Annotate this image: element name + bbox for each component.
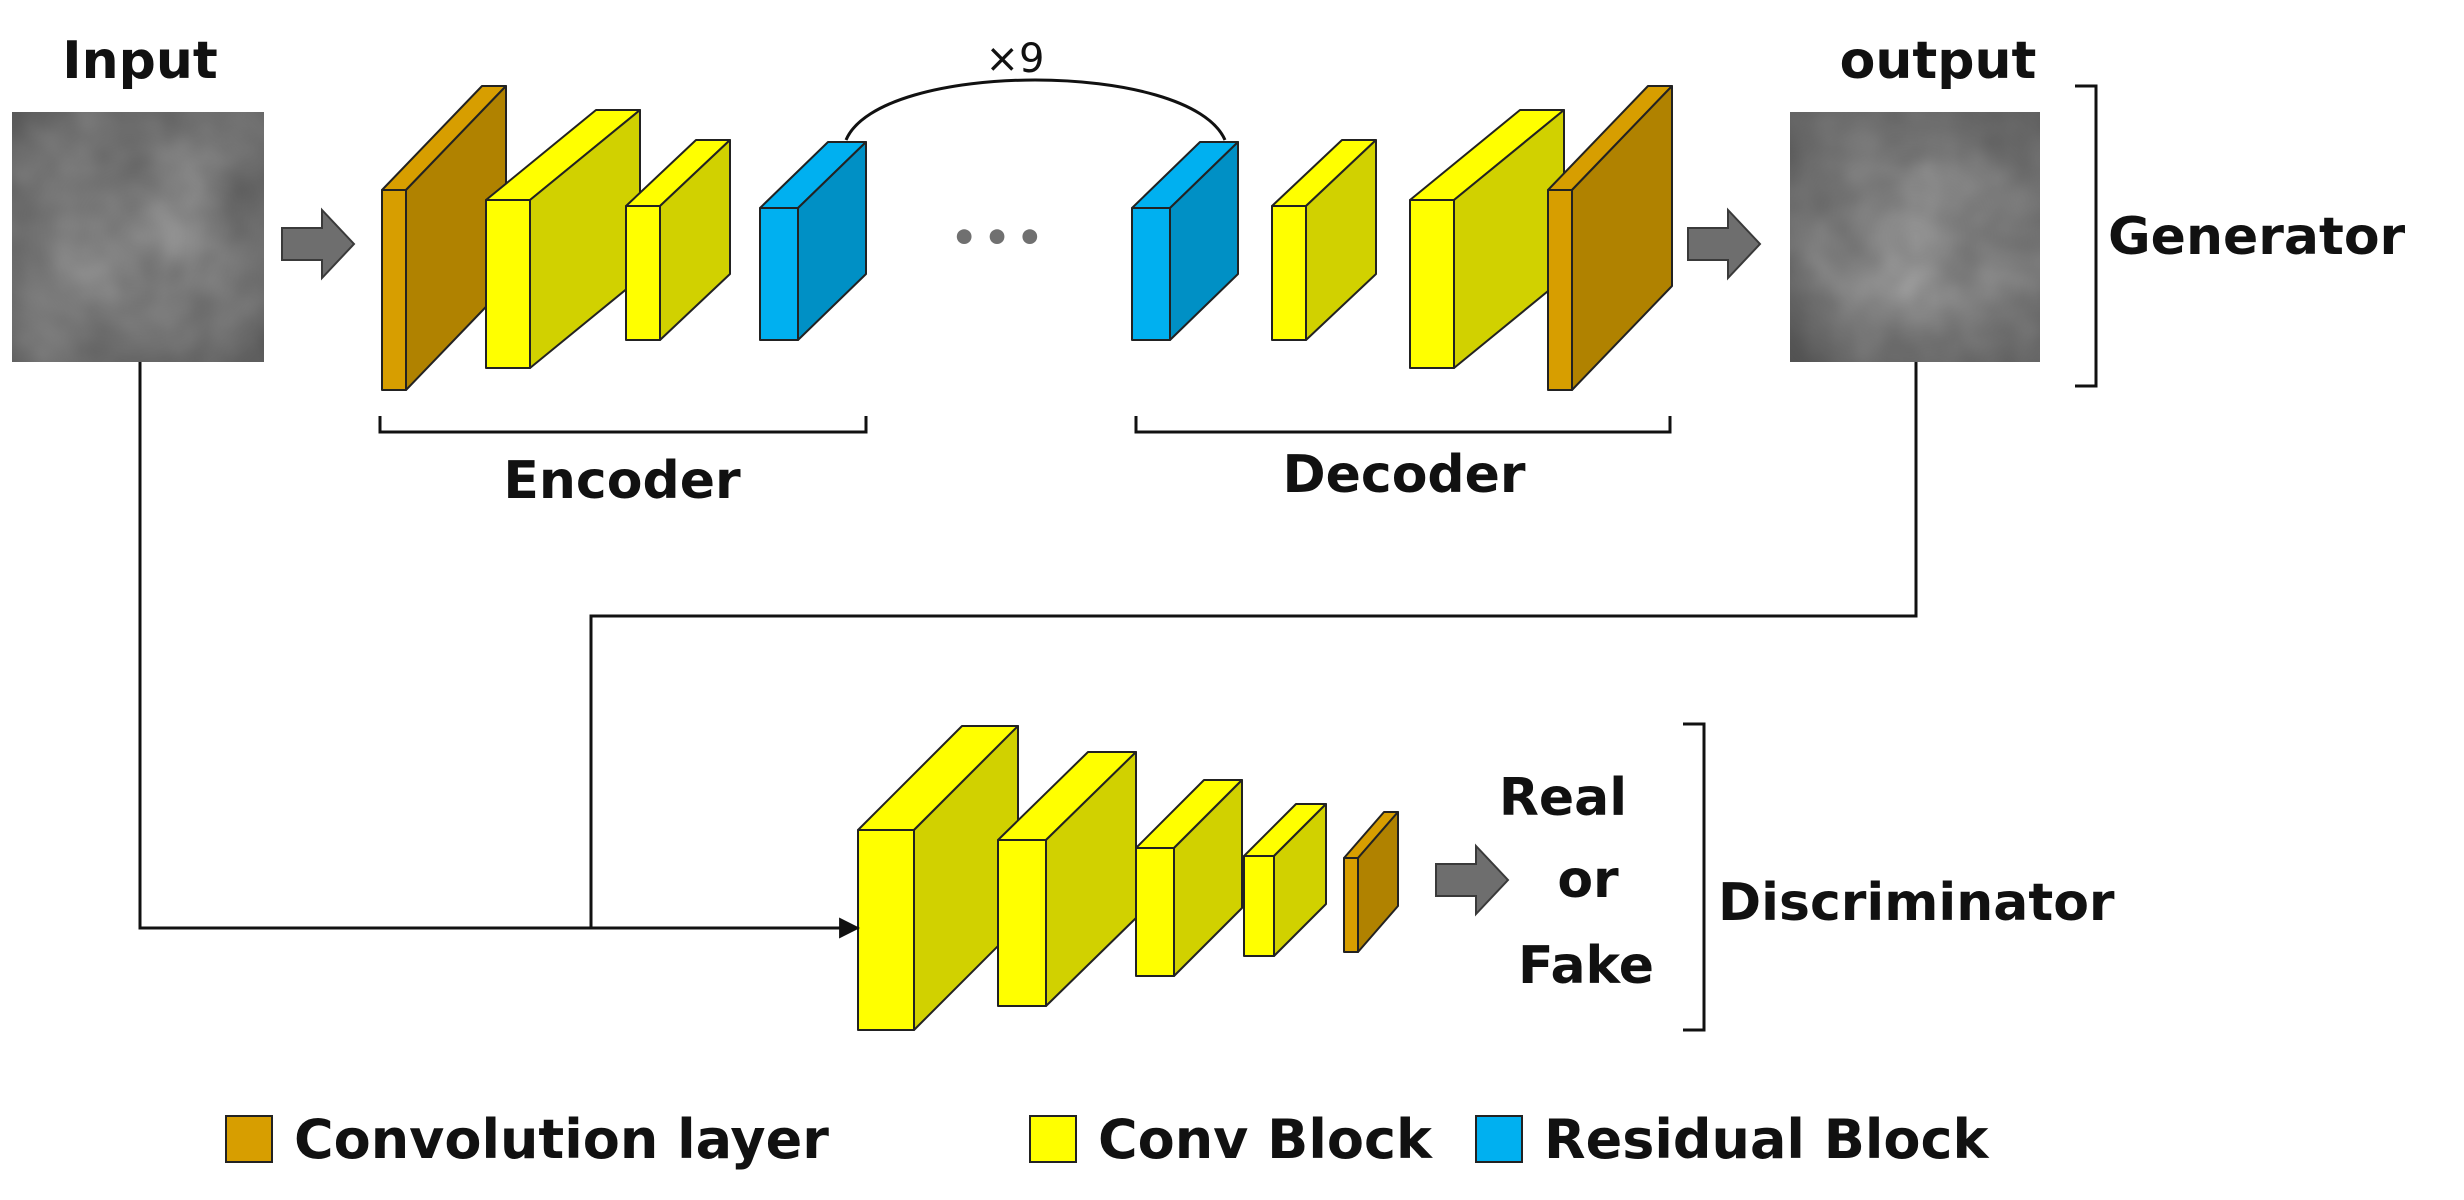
result-real: Real bbox=[1499, 768, 1627, 828]
legend-item: Convolution layer bbox=[225, 1108, 829, 1171]
discriminator-convolution-layer bbox=[1343, 811, 1399, 953]
encoder-conv-block-1 bbox=[485, 109, 641, 369]
legend-label: Conv Block bbox=[1098, 1108, 1433, 1171]
legend-label: Residual Block bbox=[1544, 1108, 1989, 1171]
discriminator-conv-block-3 bbox=[1135, 779, 1243, 977]
discriminator-to-result-arrow bbox=[1435, 843, 1510, 917]
output-image bbox=[1790, 112, 2040, 362]
encoder-label: Encoder bbox=[503, 451, 741, 511]
output-to-discriminator-line bbox=[589, 362, 1918, 928]
discriminator-conv-block-2 bbox=[997, 751, 1137, 1007]
legend-swatch bbox=[225, 1115, 273, 1163]
decoder-bracket bbox=[1134, 416, 1672, 434]
output-label: output bbox=[1840, 31, 2037, 91]
discriminator-bracket bbox=[1683, 722, 1706, 1032]
discriminator-conv-block-1 bbox=[857, 725, 1019, 1031]
decoder-conv-block-2 bbox=[1409, 109, 1565, 369]
discriminator-conv-block-4 bbox=[1243, 803, 1327, 957]
input-label: Input bbox=[62, 31, 217, 91]
discriminator-result: Real or Fake bbox=[1499, 768, 1654, 996]
encoder-conv-block-2 bbox=[625, 139, 731, 341]
decoder-convolution-layer bbox=[1547, 85, 1673, 391]
input-to-encoder-arrow bbox=[281, 207, 356, 281]
result-fake: Fake bbox=[1518, 936, 1654, 996]
decoder-conv-block-1 bbox=[1271, 139, 1377, 341]
result-or: or bbox=[1557, 850, 1619, 910]
encoder-bracket bbox=[378, 416, 868, 434]
encoder-residual-block bbox=[759, 141, 867, 341]
ellipsis-dots: ••• bbox=[951, 213, 1050, 262]
input-image bbox=[12, 112, 264, 362]
legend-item: Conv Block bbox=[1029, 1108, 1433, 1171]
generator-bracket bbox=[2075, 84, 2098, 388]
decoder-to-output-arrow bbox=[1687, 207, 1762, 281]
legend-item: Residual Block bbox=[1475, 1108, 1989, 1171]
repeat-label: ×9 bbox=[986, 36, 1045, 82]
legend-swatch bbox=[1029, 1115, 1077, 1163]
decoder-label: Decoder bbox=[1282, 445, 1525, 505]
skip-connection-arc bbox=[844, 78, 1227, 141]
input-to-discriminator-line bbox=[138, 362, 861, 939]
discriminator-label: Discriminator bbox=[1718, 873, 2115, 933]
encoder-convolution-layer bbox=[381, 85, 507, 391]
decoder-residual-block bbox=[1131, 141, 1239, 341]
generator-label: Generator bbox=[2108, 207, 2406, 267]
legend-swatch bbox=[1475, 1115, 1523, 1163]
legend-label: Convolution layer bbox=[294, 1108, 829, 1171]
